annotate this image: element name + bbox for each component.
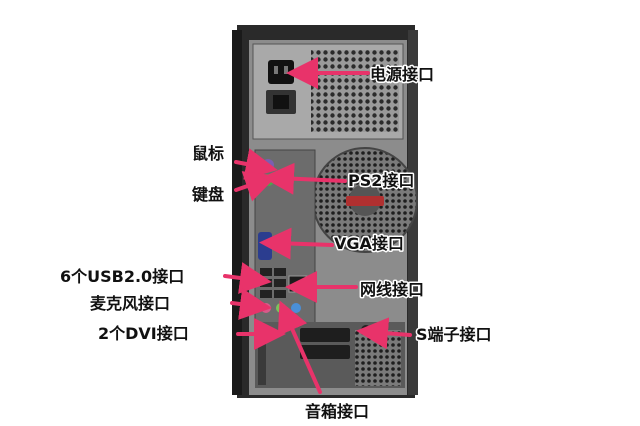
fan-logo-badge xyxy=(346,196,384,206)
s-video-port-icon[interactable] xyxy=(361,325,371,335)
ethernet-port-icon[interactable] xyxy=(288,275,308,293)
audio-jack-icon[interactable] xyxy=(276,303,286,313)
vga-port-icon[interactable] xyxy=(258,232,272,260)
usb-port-icon[interactable] xyxy=(274,279,286,287)
usb-port-icon[interactable] xyxy=(260,290,272,298)
arrow-mic xyxy=(230,288,272,320)
label-keyboard: 键盘 xyxy=(191,185,224,204)
label-ps2: PS2接口 xyxy=(348,171,414,190)
ps2-port-icon[interactable] xyxy=(262,159,274,171)
usb-port-icon[interactable] xyxy=(260,268,272,276)
audio-jack-icon[interactable] xyxy=(291,303,301,313)
label-mouse: 鼠标 xyxy=(192,144,224,163)
case-side-edge xyxy=(232,30,242,395)
audio-jack-icon[interactable] xyxy=(261,303,271,313)
label-mic: 麦克风接口 xyxy=(90,294,170,313)
label-network: 网线接口 xyxy=(360,280,424,299)
expansion-slots xyxy=(255,322,405,388)
ps2-port-icon[interactable] xyxy=(262,174,274,186)
psu-vent-grille xyxy=(311,50,399,132)
label-audio: 音箱接口 xyxy=(305,402,369,421)
usb-port-icon[interactable] xyxy=(274,290,286,298)
dvi-port-icon[interactable] xyxy=(300,345,350,359)
label-usb: 6个USB2.0接口 xyxy=(60,267,184,286)
label-svideo: S端子接口 xyxy=(416,325,492,344)
usb-port-icon[interactable] xyxy=(260,279,272,287)
fan-grille-icon xyxy=(312,147,418,253)
label-dvi: 2个DVI接口 xyxy=(98,324,189,343)
arrow-svideo xyxy=(356,317,412,350)
callout-arrows xyxy=(223,57,412,394)
label-vga: VGA接口 xyxy=(334,234,404,253)
arrow-vga xyxy=(259,227,334,260)
arrow-audio xyxy=(277,300,322,394)
arrow-usb xyxy=(223,262,272,294)
dvi-port-icon[interactable] xyxy=(300,328,350,342)
arrow-ps2 xyxy=(262,162,347,195)
arrow-mouse xyxy=(234,148,278,180)
arrow-keyboard xyxy=(234,171,278,202)
label-power: 电源接口 xyxy=(370,65,434,84)
power-socket-icon[interactable] xyxy=(268,60,294,84)
labels: 电源接口 鼠标 PS2接口 键盘 VGA接口 6个USB2.0接口 网线接口 麦… xyxy=(59,64,494,423)
power-supply xyxy=(252,43,404,140)
usb-port-icon[interactable] xyxy=(274,268,286,276)
